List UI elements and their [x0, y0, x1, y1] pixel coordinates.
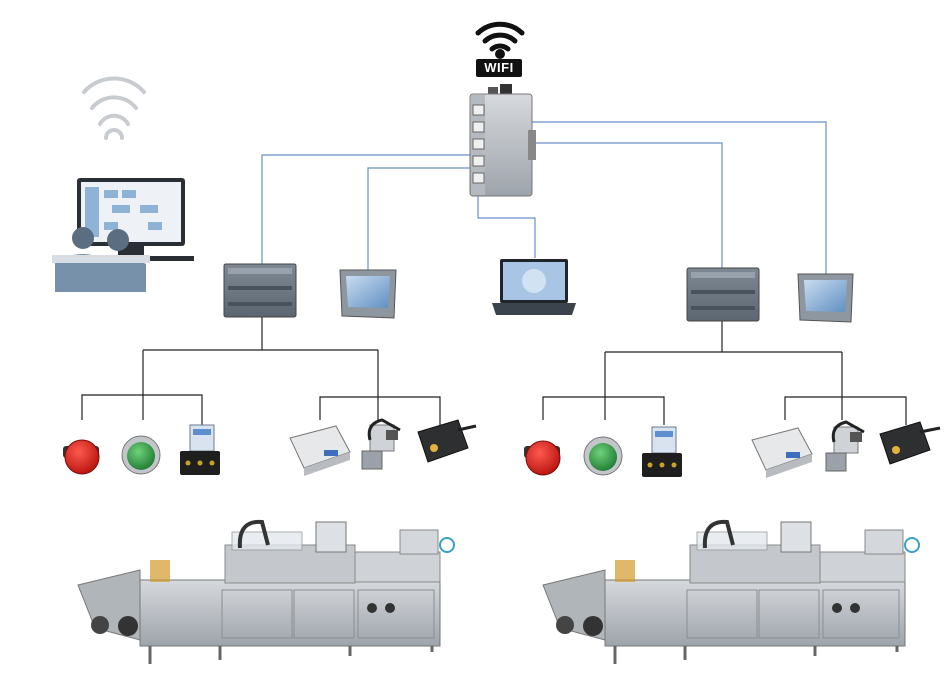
hmi-panel — [339, 269, 397, 319]
io-module — [289, 425, 351, 476]
photo-sensor — [879, 421, 941, 465]
start-button — [583, 436, 623, 476]
start-button — [121, 435, 161, 475]
sensor-bracket — [825, 420, 865, 472]
packaging-machine — [77, 519, 455, 664]
hmi-panel — [797, 273, 854, 323]
control-links — [81, 316, 907, 425]
emergency-button — [63, 439, 100, 475]
io-module — [751, 427, 813, 478]
link-switch-hmi-left — [367, 167, 470, 272]
emergency-button — [524, 440, 561, 476]
operator-workstation — [52, 76, 194, 292]
relay — [642, 426, 682, 477]
link-switch-hmi-right — [515, 121, 827, 275]
network-links — [261, 121, 827, 275]
relay — [180, 424, 220, 475]
plc — [223, 263, 297, 318]
link-switch-plc-left — [261, 154, 470, 265]
wireless-signal-icon — [82, 76, 146, 140]
wifi-icon — [475, 21, 525, 59]
photo-sensor — [417, 419, 477, 463]
link-switch-plc-right — [515, 142, 723, 268]
wifi-label: WIFI — [476, 59, 522, 77]
industrial-switch — [469, 84, 536, 197]
link-switch-laptop — [477, 195, 536, 258]
plc — [686, 267, 760, 322]
laptop — [492, 259, 576, 315]
sensor-bracket — [361, 418, 401, 470]
packaging-machine — [542, 519, 920, 664]
